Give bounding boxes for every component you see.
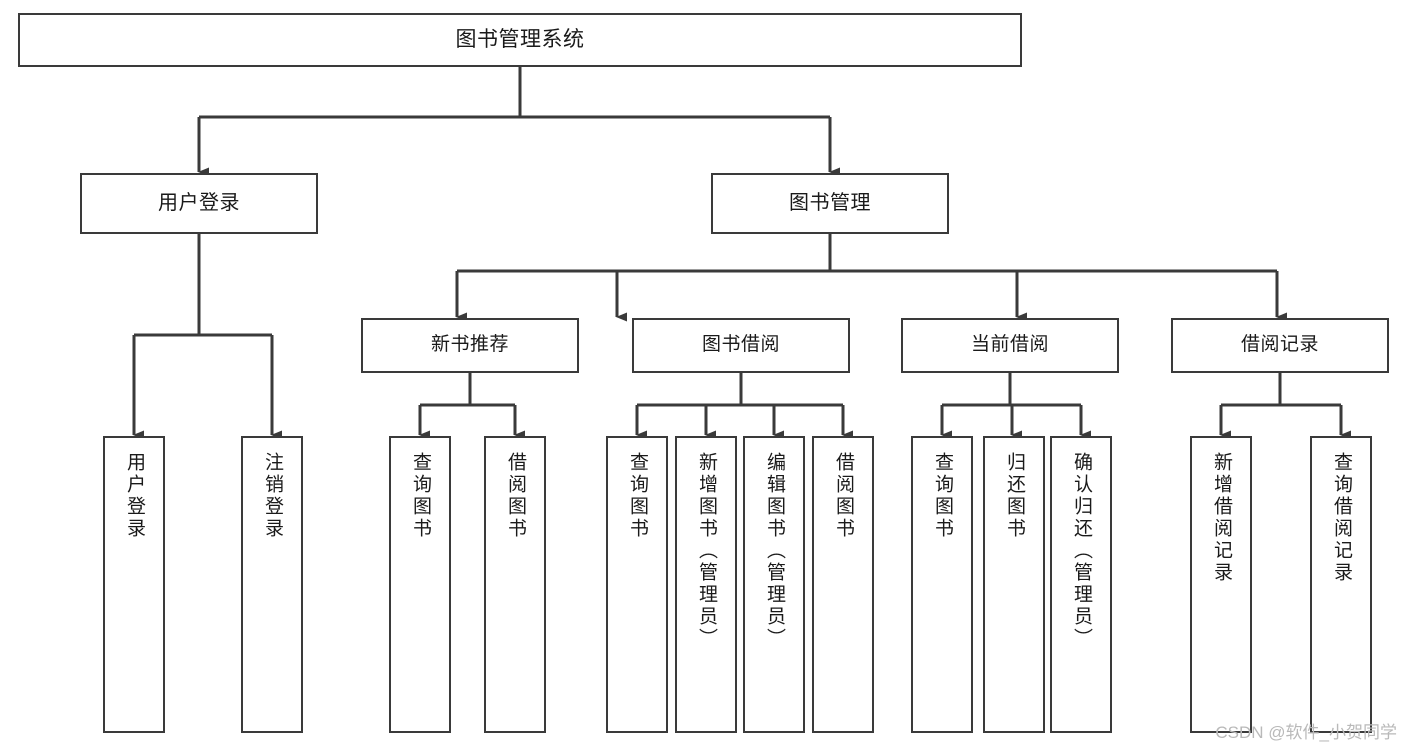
node-leaf-add-record[interactable]: 新增借阅记录 <box>1190 436 1252 733</box>
node-leaf-query-book-br[interactable]: 查询图书 <box>606 436 668 733</box>
node-label: 借阅图书 <box>832 452 854 540</box>
node-leaf-query-record[interactable]: 查询借阅记录 <box>1310 436 1372 733</box>
node-user-login[interactable]: 用户登录 <box>80 173 318 234</box>
node-label: 确认归还（管理员） <box>1070 452 1092 650</box>
node-leaf-query-book-rec[interactable]: 查询图书 <box>389 436 451 733</box>
node-leaf-query-book-cb[interactable]: 查询图书 <box>911 436 973 733</box>
node-label: 归还图书 <box>1003 452 1025 540</box>
node-leaf-user-logout[interactable]: 注销登录 <box>241 436 303 733</box>
node-leaf-user-login[interactable]: 用户登录 <box>103 436 165 733</box>
node-root[interactable]: 图书管理系统 <box>18 13 1022 67</box>
node-label: 图书借阅 <box>701 334 780 356</box>
node-label: 用户登录 <box>158 191 240 214</box>
node-book-manage[interactable]: 图书管理 <box>711 173 949 234</box>
node-label: 编辑图书（管理员） <box>763 452 785 650</box>
node-label: 新书推荐 <box>430 334 509 356</box>
node-book-borrow[interactable]: 图书借阅 <box>632 318 850 373</box>
node-leaf-edit-book[interactable]: 编辑图书（管理员） <box>743 436 805 733</box>
node-leaf-borrow-book-rec[interactable]: 借阅图书 <box>484 436 546 733</box>
node-leaf-add-book[interactable]: 新增图书（管理员） <box>675 436 737 733</box>
node-new-book-rec[interactable]: 新书推荐 <box>361 318 579 373</box>
node-label: 新增图书（管理员） <box>695 452 717 650</box>
watermark-text: CSDN @软件_小贺同学 <box>1215 723 1397 742</box>
node-label: 注销登录 <box>261 452 283 540</box>
node-label: 查询图书 <box>409 452 431 540</box>
node-leaf-return-book[interactable]: 归还图书 <box>983 436 1045 733</box>
node-label: 图书管理系统 <box>455 27 585 51</box>
node-current-borrow[interactable]: 当前借阅 <box>901 318 1119 373</box>
node-label: 图书管理 <box>789 191 871 214</box>
node-label: 当前借阅 <box>970 334 1049 356</box>
node-label: 新增借阅记录 <box>1210 452 1232 584</box>
node-leaf-borrow-book-br[interactable]: 借阅图书 <box>812 436 874 733</box>
node-label: 借阅记录 <box>1240 334 1319 356</box>
edges-group <box>132 67 1351 440</box>
node-leaf-confirm-return[interactable]: 确认归还（管理员） <box>1050 436 1112 733</box>
node-label: 查询借阅记录 <box>1330 452 1352 584</box>
node-label: 查询图书 <box>931 452 953 540</box>
node-label: 借阅图书 <box>504 452 526 540</box>
node-borrow-record[interactable]: 借阅记录 <box>1171 318 1389 373</box>
node-label: 用户登录 <box>123 452 145 540</box>
node-label: 查询图书 <box>626 452 648 540</box>
